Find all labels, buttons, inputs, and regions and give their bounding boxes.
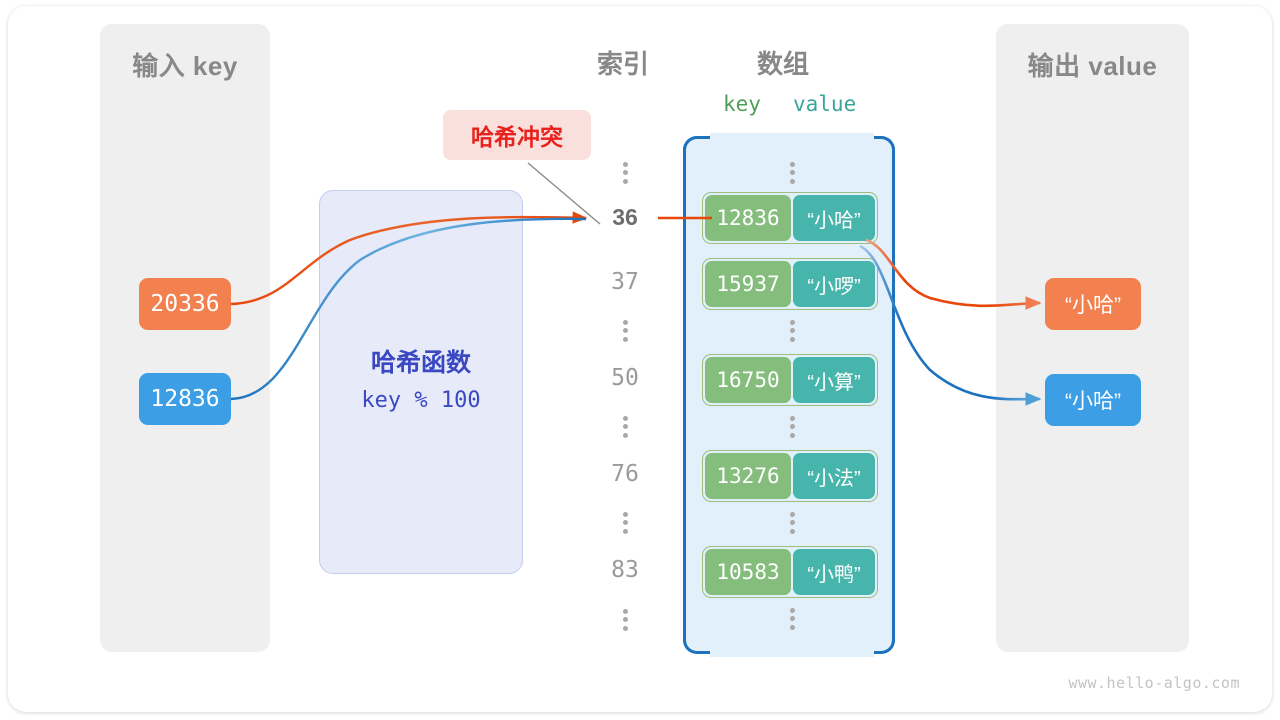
hash-collision-badge: 哈希冲突 xyxy=(443,110,591,160)
output-value-panel: 输出 value xyxy=(996,24,1189,652)
key-subheader: key xyxy=(723,92,761,116)
row-key-cell: 10583 xyxy=(705,549,791,595)
row-key-cell: 12836 xyxy=(705,195,791,241)
array-ellipsis-1 xyxy=(686,316,898,345)
index-column-header: 索引 xyxy=(597,49,650,79)
output-value-chip-1: “小哈” xyxy=(1045,278,1141,330)
input-key-chip-1: 20336 xyxy=(139,278,231,330)
row-value-cell: “小哈” xyxy=(793,195,875,241)
row-value-cell: “小算” xyxy=(793,357,875,403)
array-ellipsis-0 xyxy=(686,158,898,187)
input-key-chip-2: 12836 xyxy=(139,373,231,425)
index-ellipsis-2 xyxy=(594,412,656,441)
row-value-cell: “小啰” xyxy=(793,261,875,307)
input-panel-title: 输入 key xyxy=(132,51,238,81)
index-column: 36 37 50 76 83 xyxy=(594,134,656,654)
row-value-cell: “小法” xyxy=(793,453,875,499)
value-subheader: value xyxy=(793,92,857,116)
array-ellipsis-4 xyxy=(686,604,898,633)
index-cell-37: 37 xyxy=(611,269,639,295)
index-cell-36: 36 xyxy=(612,204,638,230)
bracket-mask-bottom xyxy=(710,651,874,657)
hash-function-box: 哈希函数 key % 100 xyxy=(319,190,523,574)
index-cell-83: 83 xyxy=(611,557,639,583)
index-cell-76: 76 xyxy=(611,461,639,487)
output-value-chip-2: “小哈” xyxy=(1045,374,1141,426)
footer-url: www.hello-algo.com xyxy=(1068,674,1240,692)
table-row: 16750 “小算” xyxy=(702,354,878,406)
output-panel-title: 输出 value xyxy=(1027,51,1158,81)
table-row: 10583 “小鸭” xyxy=(702,546,878,598)
table-row: 13276 “小法” xyxy=(702,450,878,502)
array-column-header: 数组 xyxy=(757,49,810,79)
index-ellipsis-1 xyxy=(594,316,656,345)
table-row: 15937 “小啰” xyxy=(702,258,878,310)
index-ellipsis-4 xyxy=(594,605,656,634)
table-row: 12836 “小哈” xyxy=(702,192,878,244)
row-key-cell: 16750 xyxy=(705,357,791,403)
index-ellipsis-0 xyxy=(594,158,656,187)
index-cell-50: 50 xyxy=(611,365,639,391)
row-key-cell: 13276 xyxy=(705,453,791,499)
array-ellipsis-3 xyxy=(686,508,898,537)
row-key-cell: 15937 xyxy=(705,261,791,307)
hash-function-title: 哈希函数 xyxy=(370,349,471,377)
bracket-mask-top xyxy=(710,133,874,139)
array-ellipsis-2 xyxy=(686,412,898,441)
hash-function-formula: key % 100 xyxy=(361,388,481,413)
index-ellipsis-3 xyxy=(594,508,656,537)
array-container: 12836 “小哈” 15937 “小啰” 16750 “小算” 13276 “… xyxy=(683,133,898,657)
row-value-cell: “小鸭” xyxy=(793,549,875,595)
input-key-panel: 输入 key xyxy=(100,24,270,652)
